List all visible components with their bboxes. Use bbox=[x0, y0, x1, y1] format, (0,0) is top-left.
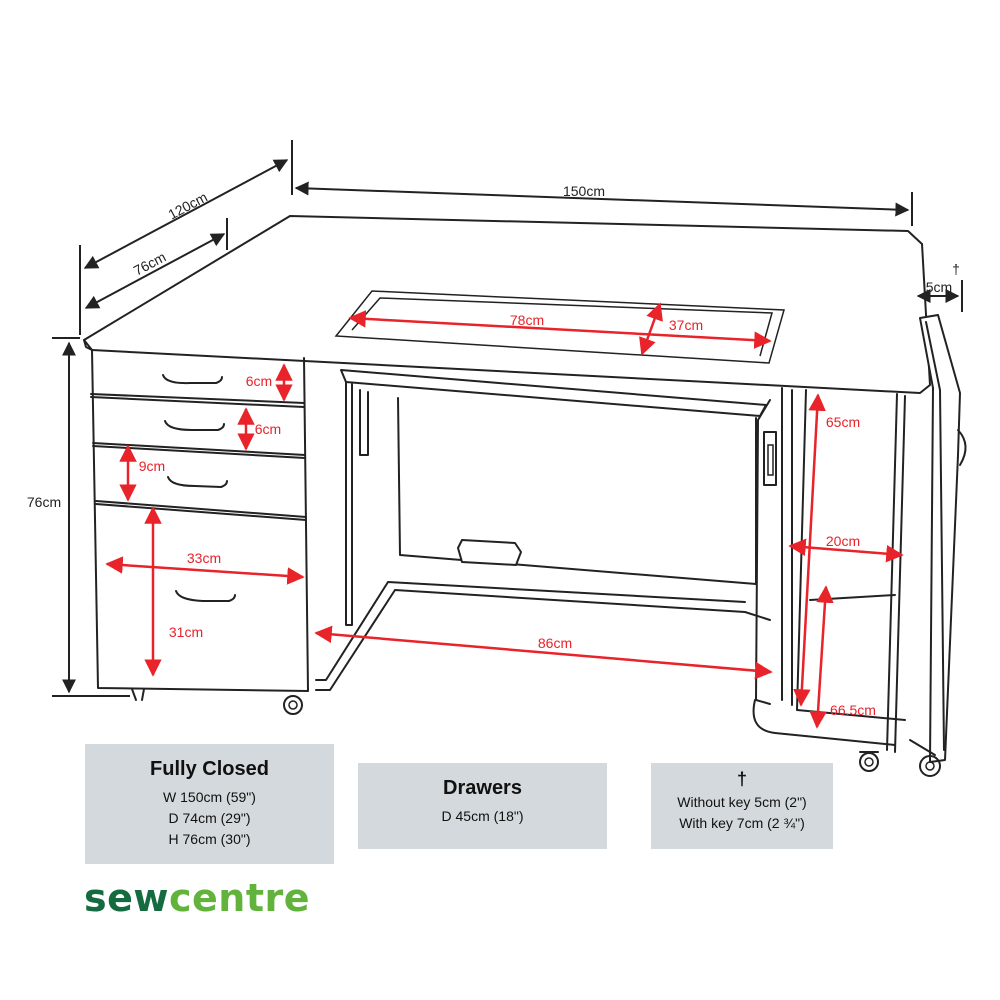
drawers-title: Drawers bbox=[443, 777, 522, 799]
label-height: 76cm bbox=[27, 494, 61, 510]
fully-closed-title: Fully Closed bbox=[150, 758, 269, 780]
cabinet-outline bbox=[83, 215, 967, 777]
label-opening-width: 78cm bbox=[510, 312, 544, 328]
key-note-without: Without key 5cm (2") bbox=[677, 794, 807, 810]
label-drawer-width: 33cm bbox=[187, 550, 221, 566]
sewcentre-logo: sewcentre bbox=[84, 876, 310, 920]
label-width: 150cm bbox=[563, 183, 605, 199]
label-drawer3: 9cm bbox=[139, 458, 165, 474]
label-side-gap: 5cm bbox=[926, 279, 952, 295]
drawers-box: Drawers D 45cm (18") bbox=[358, 763, 607, 849]
label-cabinet-lower: 66.5cm bbox=[830, 702, 876, 718]
key-note-dagger: † bbox=[736, 769, 747, 789]
label-knee-width: 86cm bbox=[538, 635, 572, 651]
label-dagger: † bbox=[952, 261, 960, 277]
black-dimensions bbox=[52, 140, 963, 697]
logo-part-centre: centre bbox=[169, 876, 311, 920]
fully-closed-width: W 150cm (59") bbox=[163, 789, 256, 805]
key-note-box: † Without key 5cm (2") With key 7cm (2 ¾… bbox=[651, 763, 833, 849]
label-opening-depth: 37cm bbox=[669, 317, 703, 333]
label-cabinet-depth: 20cm bbox=[826, 533, 860, 549]
red-dimensions bbox=[105, 302, 904, 729]
label-outer-depth: 120cm bbox=[165, 189, 210, 223]
label-drawer1: 6cm bbox=[246, 373, 272, 389]
label-drawer2: 6cm bbox=[255, 421, 281, 437]
fully-closed-height: H 76cm (30") bbox=[168, 831, 251, 847]
label-drawer4: 31cm bbox=[169, 624, 203, 640]
fully-closed-depth: D 74cm (29") bbox=[168, 810, 251, 826]
key-note-with: With key 7cm (2 ¾") bbox=[679, 815, 805, 831]
label-cabinet-height: 65cm bbox=[826, 414, 860, 430]
fully-closed-box: Fully Closed W 150cm (59") D 74cm (29") … bbox=[85, 744, 334, 864]
logo-part-sew: sew bbox=[84, 876, 169, 920]
drawers-depth: D 45cm (18") bbox=[441, 808, 524, 824]
